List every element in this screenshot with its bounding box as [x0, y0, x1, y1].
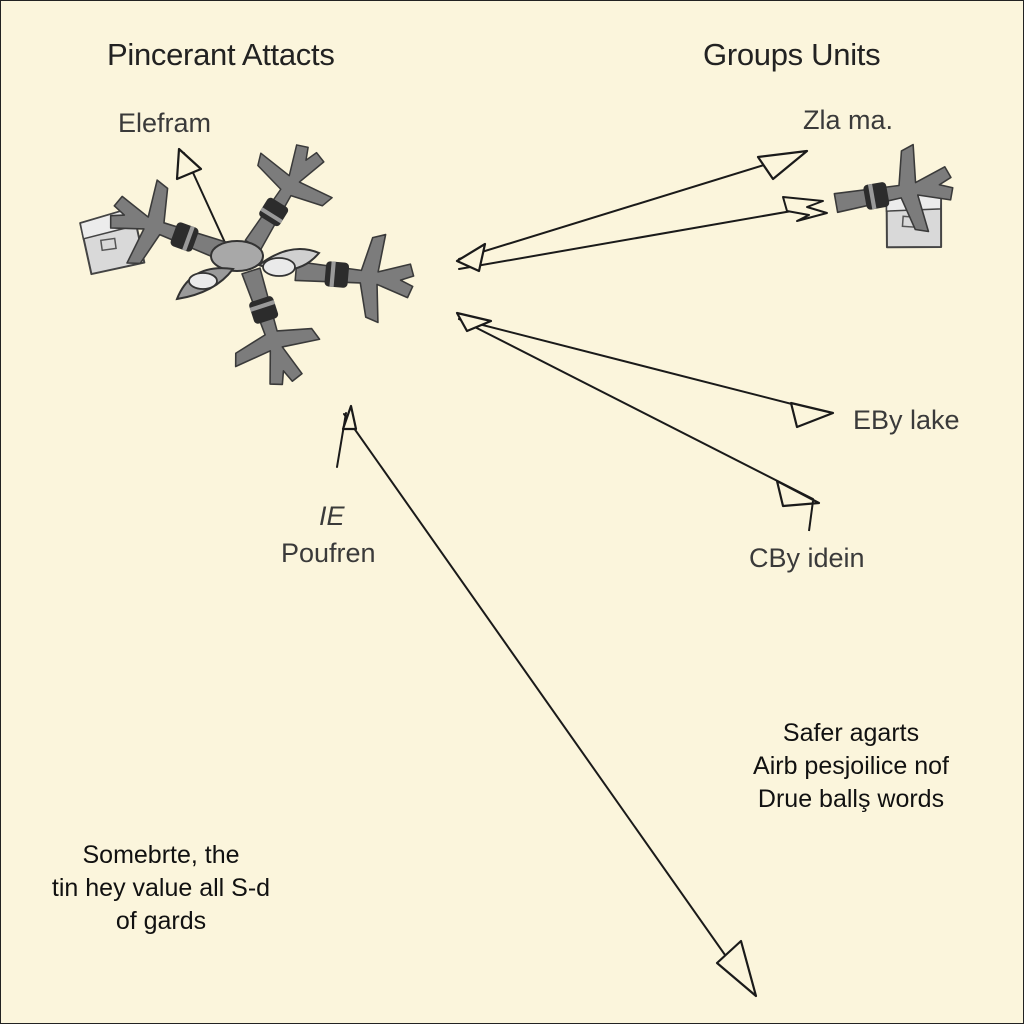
connector-line: [458, 207, 810, 270]
arrow-icon: [789, 401, 835, 429]
jet-unit-icon: [291, 226, 418, 326]
arrow-icon: [715, 939, 758, 998]
note-line: Airb pesjoilice nof: [753, 752, 949, 780]
arrow-icon: [756, 149, 809, 181]
note-line: tin hey value all S-d: [51, 874, 271, 902]
note-right: Safer agarts Airb pesjoilice nof Drue ba…: [691, 717, 1011, 816]
connector-line: [458, 318, 814, 500]
label-east-upper: EBy lake: [853, 405, 960, 435]
note-line: of gards: [115, 907, 207, 935]
left-title: Pincerant Attacts: [107, 37, 335, 72]
note-left: Somebrte, the tin hey value all S-d of g…: [11, 839, 311, 938]
connector-line: [458, 318, 828, 414]
arrow-icon: [455, 311, 493, 333]
label-top-right: Zla ma.: [803, 105, 894, 135]
arrow-icon: [782, 196, 828, 222]
arrow-icon: [341, 404, 358, 431]
arrow-icon: [775, 479, 821, 508]
note-line: Somebrte, the: [82, 841, 240, 869]
label-east-lower: CBy idein: [749, 543, 865, 573]
note-line: Drue ballş words: [757, 785, 945, 813]
hub-icon: [175, 240, 321, 301]
label-mid-mark: IE: [319, 501, 345, 531]
label-mid: Poufren: [281, 538, 376, 568]
connector-line: [458, 152, 804, 260]
connector-line: [343, 413, 750, 990]
connector-line: [808, 500, 814, 532]
right-title: Groups Units: [703, 37, 881, 72]
arrow-icon: [175, 147, 203, 181]
arrow-icon: [455, 242, 487, 273]
note-line: Safer agarts: [782, 719, 920, 747]
label-top-left: Elefram: [118, 108, 212, 138]
